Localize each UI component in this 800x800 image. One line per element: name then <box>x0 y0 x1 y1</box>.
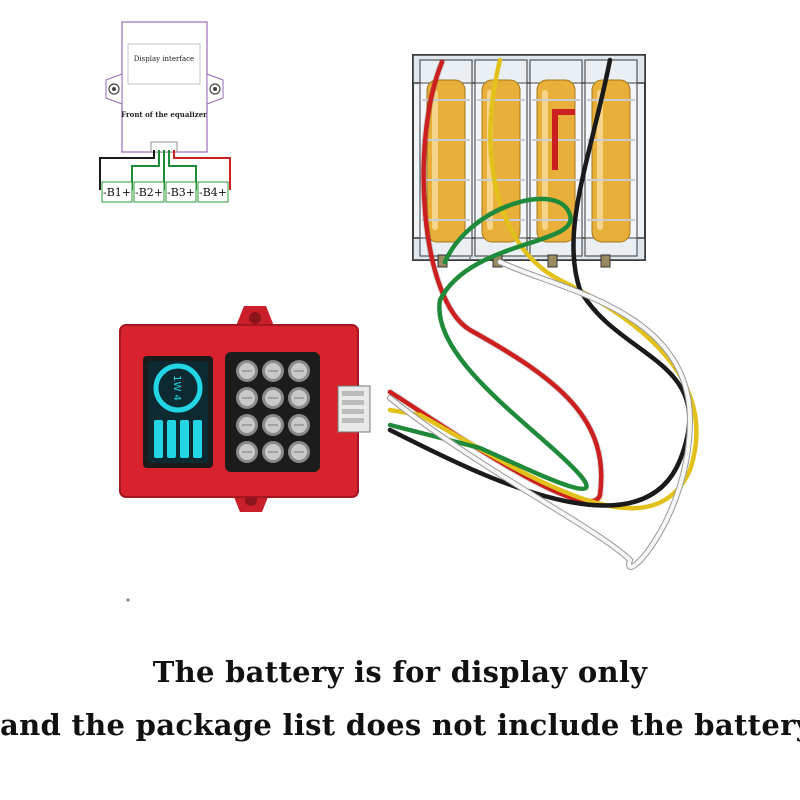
terminal-label: -B2+ <box>135 186 163 199</box>
terminal-box <box>133 181 165 203</box>
terminal-box <box>197 181 229 203</box>
display-interface-label: Display interface <box>134 55 194 63</box>
caption-line-1: The battery is for display only <box>152 655 648 689</box>
cell-level-bars <box>154 420 202 458</box>
terminal-box <box>101 181 133 203</box>
terminal-labels: -B1+ -B2+ -B3+ -B4+ <box>101 181 229 203</box>
terminal-label: -B3+ <box>167 186 195 199</box>
terminal-box <box>165 181 197 203</box>
wiring-diagram: Display interface Front of the equalizer… <box>99 21 231 203</box>
balance-wires <box>386 57 699 570</box>
right-mount-tab-icon <box>206 73 224 105</box>
battery-pack <box>412 54 646 268</box>
cell-highlight <box>597 90 603 230</box>
caption-line-2: and the package list does not include th… <box>0 708 800 742</box>
left-mount-tab-icon <box>105 73 123 105</box>
terminal-label: -B4+ <box>199 186 227 199</box>
cell-highlight <box>432 90 438 230</box>
cell-highlight <box>542 90 548 230</box>
display-reading: 1W 4 <box>171 375 182 401</box>
terminal-label: -B1+ <box>103 186 131 199</box>
front-of-equalizer-label: Front of the equalizer <box>121 110 207 119</box>
equalizer-board: 1W 4 <box>119 306 371 512</box>
